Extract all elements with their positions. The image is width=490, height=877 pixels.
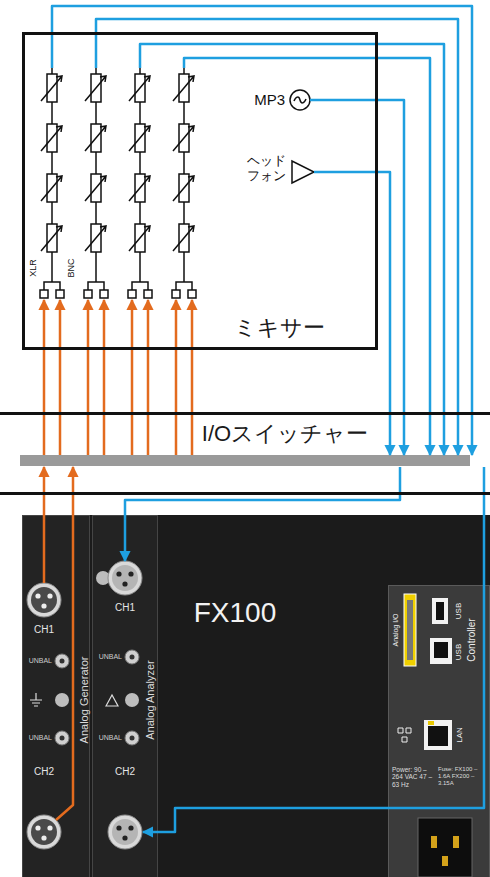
return-cable (140, 44, 444, 455)
ground-symbol (30, 693, 42, 706)
signal-cable (43, 300, 46, 455)
power-socket (418, 818, 472, 877)
network-icon (398, 728, 411, 742)
socket-pin (453, 836, 459, 848)
usb-b-port (430, 638, 452, 664)
signal-cable (147, 300, 150, 455)
port-label: Analog I/O (392, 613, 400, 646)
io-switcher-box: I/Oスイッチャー (0, 412, 490, 495)
port-label: LAN (455, 727, 464, 743)
analog-io-port (404, 594, 416, 666)
return-cable (143, 467, 484, 832)
ground-terminal (55, 693, 69, 707)
fx100-panel: FX100Analog Generator Analog Analyzer Cont… (22, 515, 490, 877)
channel-label: CH2 (34, 766, 54, 778)
mixer-channel (172, 68, 196, 298)
channel-label: CH2 (115, 766, 135, 778)
mixer-channel (84, 68, 108, 298)
mixer-title: ミキサー (234, 315, 325, 340)
switcher-title: I/Oスイッチャー (198, 421, 372, 446)
usb-a-port (432, 598, 448, 624)
xlr-connector (27, 815, 61, 849)
port-label: BNC (66, 258, 76, 277)
device-name: FX100 (194, 597, 277, 629)
bnc-connector (55, 731, 69, 745)
signal-cable (87, 300, 90, 455)
sine-symbol (294, 97, 306, 103)
signal-cable (175, 300, 178, 455)
amplifier-symbol (292, 161, 314, 183)
usb-a-slot (436, 602, 444, 620)
socket-pin (442, 856, 448, 866)
signal-cable (103, 300, 106, 455)
return-cable (96, 19, 458, 455)
switch-bus (20, 455, 470, 466)
module-name: Analog Analyzer (144, 660, 157, 740)
connector-label: UNBAL (99, 653, 122, 661)
signal-cable (131, 300, 134, 455)
signal-cable (43, 467, 46, 583)
port-label: USB (454, 603, 463, 619)
usb-b-slot (434, 642, 448, 658)
generator-face (23, 516, 90, 877)
analyzer-face (93, 516, 158, 877)
analyzer-module: Analog Analyzer (92, 515, 158, 877)
signal-cable (191, 300, 194, 455)
signal-cable (56, 467, 73, 820)
return-cable (310, 100, 404, 455)
xlr-connector (27, 583, 61, 617)
mixer-channel (128, 68, 152, 298)
generator-module: Analog Generator (22, 515, 90, 877)
port-label: XLR (28, 259, 38, 277)
lan-slot (428, 726, 448, 746)
connector-label: UNBAL (29, 734, 52, 742)
return-cable (184, 58, 430, 455)
connector-label: UNBAL (29, 657, 52, 665)
mixer-box: ミキサー (22, 32, 378, 350)
bnc-connector (125, 650, 139, 664)
output-label: ヘッド フォン (236, 154, 286, 184)
bnc-connector (55, 654, 69, 668)
socket-pin (431, 836, 437, 848)
module-name: Controller (466, 618, 478, 661)
analog-io-slot (407, 600, 413, 660)
connector-label: UNBAL (99, 734, 122, 742)
source-symbol (290, 90, 310, 110)
channel-label: CH1 (115, 602, 135, 614)
ground-terminal (125, 693, 139, 707)
warning-symbol (106, 695, 118, 706)
lan-led (428, 721, 434, 725)
controller-face (389, 586, 490, 877)
xlr-connector (108, 815, 142, 849)
mixer-channel (40, 68, 64, 298)
return-cable (125, 467, 400, 561)
module-name: Analog Generator (78, 657, 91, 744)
source-label: MP3 (254, 91, 285, 108)
fx100-panel-face (22, 515, 490, 877)
bnc-connector (125, 731, 139, 745)
signal-cable (59, 300, 62, 455)
return-cable (52, 6, 472, 455)
channel-label: CH1 (34, 624, 54, 636)
controller-module: Controller (388, 585, 490, 877)
rating-note: Fuse: FX100 –1.6A FX200 –3.15A (438, 766, 480, 787)
xlr-connector (108, 561, 142, 595)
lan-port (424, 720, 452, 750)
rating-note: Power: 90 – 264 VAC 47 – 63 Hz (392, 766, 436, 788)
port-label: USB (454, 644, 463, 660)
